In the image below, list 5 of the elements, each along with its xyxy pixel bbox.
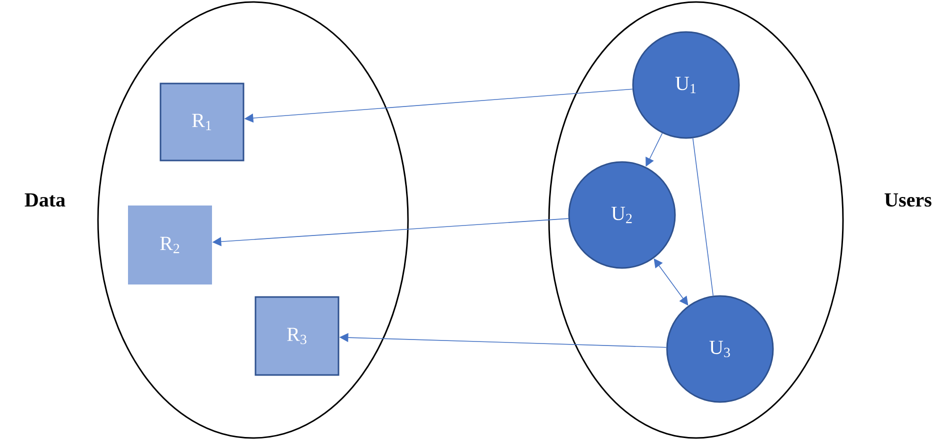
data-box: R$_{1}$ [160,82,244,162]
data-box: R$_{3}$ [254,296,340,376]
data-box: R$_{2}$ [128,206,212,284]
group-label: Users [884,193,932,207]
group-label: Data [24,193,66,207]
